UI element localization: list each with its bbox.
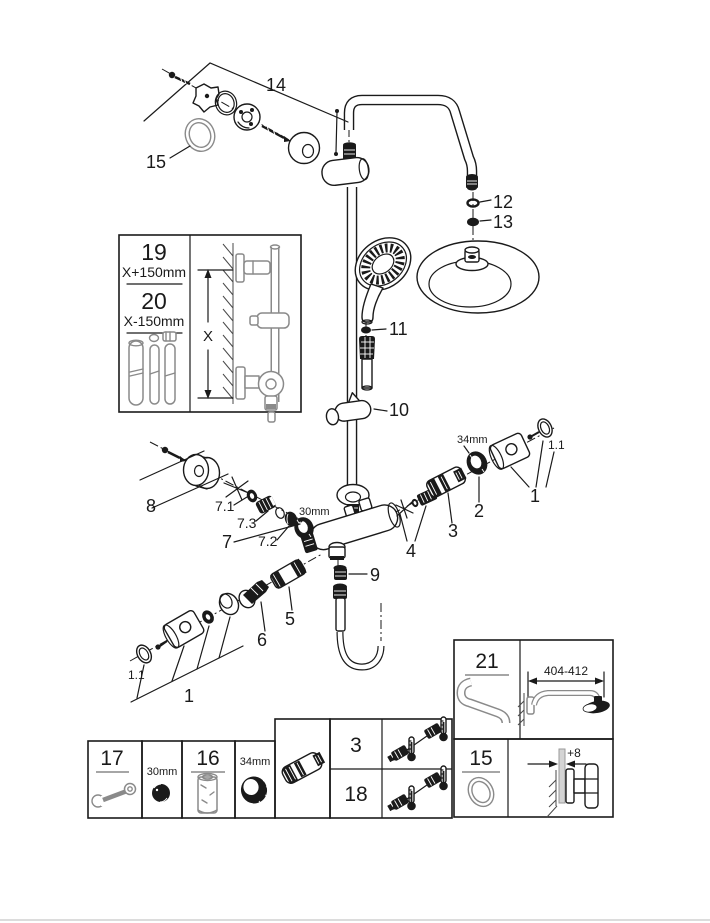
bracket-body bbox=[233, 103, 261, 131]
sleeve-icon bbox=[197, 776, 218, 814]
screw-icon bbox=[161, 446, 169, 454]
part-label-1-1-right: 1.1 bbox=[548, 438, 565, 452]
cup-washer bbox=[218, 592, 240, 616]
dim-label-x: X bbox=[203, 328, 213, 345]
part-15-ring bbox=[184, 118, 216, 152]
slide-holder: 10 bbox=[325, 392, 409, 426]
rain-head-face bbox=[416, 240, 540, 314]
part-label-12: 12 bbox=[493, 192, 513, 212]
part-label-15-inset: 15 bbox=[469, 747, 492, 770]
handle-parts-group: 8 30mm 7.1 7.3 7.2 7 bbox=[139, 446, 330, 552]
part-11-gasket bbox=[361, 326, 371, 334]
explode-bracket-line bbox=[143, 62, 349, 123]
part-label-20: 20 bbox=[141, 288, 167, 314]
dim-label-plus8: +8 bbox=[567, 746, 581, 760]
part-6-cone bbox=[243, 580, 269, 604]
part-label-2: 2 bbox=[474, 501, 484, 521]
hose-group: 9 bbox=[333, 565, 385, 671]
bottom-parts-row: 17 30mm 16 34mm bbox=[87, 716, 453, 819]
part-label-8: 8 bbox=[146, 496, 156, 516]
part-label-17: 17 bbox=[100, 747, 123, 770]
inset-wall-union: 15 +8 bbox=[453, 738, 614, 818]
part-12-washer bbox=[466, 198, 480, 208]
wall-hatching bbox=[222, 243, 234, 400]
wall-union bbox=[321, 109, 370, 187]
length-label-19: X+150mm bbox=[122, 264, 186, 280]
escutcheon bbox=[287, 131, 321, 165]
screw-icon bbox=[527, 434, 533, 440]
part-label-6: 6 bbox=[257, 630, 267, 650]
part-label-3-box: 3 bbox=[350, 734, 362, 757]
hand-shower-handle bbox=[361, 283, 384, 323]
mounting-plate bbox=[192, 83, 220, 113]
part-label-10: 10 bbox=[389, 400, 409, 420]
part-5-cartridge bbox=[270, 558, 307, 589]
part-label-4: 4 bbox=[406, 541, 416, 561]
part-label-1-right: 1 bbox=[530, 486, 540, 506]
connector-icon bbox=[281, 751, 326, 784]
swap-icon-row-18 bbox=[387, 765, 448, 812]
nut-icon bbox=[152, 784, 170, 802]
part-label-15: 15 bbox=[146, 152, 166, 172]
o-ring bbox=[275, 507, 285, 519]
part-label-9: 9 bbox=[370, 565, 380, 585]
cartridge-parts-left: 5 6 1.1 1 bbox=[128, 558, 307, 706]
hose-grip bbox=[359, 336, 375, 359]
part-1-1-cap-bottom bbox=[135, 644, 153, 664]
swap-icon-row-3 bbox=[387, 716, 448, 763]
spray-pattern bbox=[361, 243, 405, 285]
dim-label-34mm: 34mm bbox=[457, 434, 488, 446]
part-label-14: 14 bbox=[266, 75, 286, 95]
star-washer bbox=[395, 499, 414, 519]
o-ring bbox=[214, 90, 238, 116]
screw-icon bbox=[261, 124, 285, 140]
rain-shower-head-group: 12 13 bbox=[416, 174, 540, 314]
part-label-7-3: 7.3 bbox=[237, 515, 257, 531]
part-9-nipple bbox=[334, 568, 347, 580]
valve-icon bbox=[235, 366, 246, 400]
part-label-1-bottom: 1 bbox=[184, 686, 194, 706]
part-1-escutcheon-bottom bbox=[162, 610, 205, 649]
part-7-3-piece bbox=[255, 495, 276, 514]
rail-tube-icon bbox=[149, 344, 160, 405]
dim-label-30mm: 30mm bbox=[299, 506, 330, 518]
part-label-7: 7 bbox=[222, 532, 232, 552]
part-label-5: 5 bbox=[285, 609, 295, 629]
box-30mm bbox=[141, 740, 183, 819]
part-label-3: 3 bbox=[448, 521, 458, 541]
spacer-strip bbox=[558, 748, 566, 804]
wall-bracket-exploded-group: 14 15 bbox=[143, 62, 349, 172]
part-label-18-box: 18 bbox=[344, 783, 367, 806]
dim-label-arm-length: 404-412 bbox=[544, 664, 588, 678]
union-side-icon bbox=[565, 768, 575, 804]
part-label-19: 19 bbox=[141, 239, 167, 265]
inset-shower-arm: 21 404-412 bbox=[453, 639, 614, 740]
screw-icon bbox=[168, 71, 176, 79]
part-label-16: 16 bbox=[196, 747, 219, 770]
part-label-7-2: 7.2 bbox=[258, 533, 278, 549]
part-1-escutcheon bbox=[488, 432, 531, 470]
hand-shower: 11 bbox=[354, 237, 412, 391]
wall-bracket-icon bbox=[235, 253, 245, 283]
shower-pipe-and-rail bbox=[343, 94, 478, 492]
slider-icon bbox=[256, 312, 290, 329]
screw-icon bbox=[155, 644, 161, 650]
ring-icon bbox=[467, 776, 495, 808]
dim-label-34mm-box: 34mm bbox=[240, 756, 271, 768]
inset-rail-lengths: 19 X+150mm 20 X-150mm bbox=[118, 234, 302, 423]
inlet-parts-right: 4 3 2 34mm 1.1 bbox=[395, 418, 565, 561]
length-label-20: X-150mm bbox=[124, 313, 185, 329]
page-footer-line bbox=[0, 919, 710, 921]
part-label-7-1: 7.1 bbox=[215, 498, 235, 514]
dim-label-30mm-box: 30mm bbox=[147, 766, 178, 778]
star-washer bbox=[223, 476, 252, 501]
part-label-13: 13 bbox=[493, 212, 513, 232]
part-3-connector bbox=[426, 466, 467, 498]
part-label-21: 21 bbox=[475, 650, 498, 673]
part-label-11: 11 bbox=[389, 319, 408, 339]
part-13-gasket bbox=[467, 217, 479, 227]
